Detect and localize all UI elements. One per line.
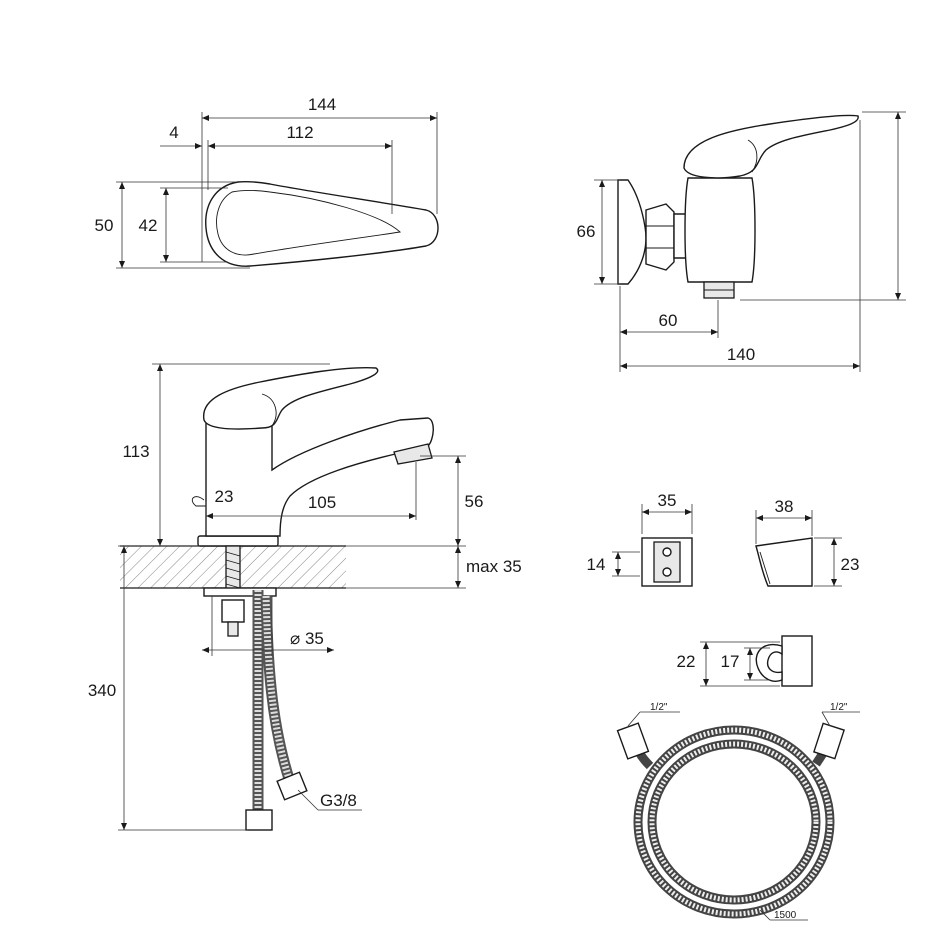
- mixer-body: [684, 177, 756, 283]
- fixing-nut: [221, 599, 245, 623]
- top-view: 144 112 4 50 42: [95, 95, 439, 269]
- bracket-b-body: [755, 537, 813, 587]
- dim-basin-height: 113: [122, 442, 149, 461]
- wall-lever: [683, 114, 859, 179]
- lever-top-inner: [216, 190, 402, 256]
- dim-hole-diameter: ⌀ 35: [290, 629, 324, 648]
- dim-pull-rod: 23: [215, 487, 234, 506]
- dim-holder-inner: 17: [721, 652, 740, 671]
- wall-mixer-view: 66 60 140: [577, 111, 906, 372]
- hose-thread-left: 1/2": [650, 702, 668, 713]
- holder-clip: [755, 643, 783, 682]
- hose-nut-right: [276, 771, 308, 801]
- pull-rod: [191, 496, 206, 507]
- lever-top-outline: [205, 180, 439, 267]
- dim-bracket-b-width: 38: [775, 497, 794, 516]
- dim-offset: 4: [169, 123, 178, 142]
- dim-inner-height: 42: [139, 216, 158, 235]
- basin-mixer-view: 113 56 23 105 max 35 ⌀ 35 340 G3/8: [88, 363, 522, 831]
- bracket-a: 35 14: [587, 491, 693, 587]
- dim-total-depth: 140: [727, 345, 755, 364]
- dim-total-length: 144: [308, 95, 336, 114]
- wall-flange: [617, 179, 647, 285]
- dim-wall-height: 66: [577, 222, 596, 241]
- mixer-base: [197, 535, 279, 547]
- dim-body-length: 112: [286, 123, 313, 142]
- hose-nut-left: [245, 809, 273, 831]
- dim-max-deck: max 35: [466, 557, 522, 576]
- dim-outer-height: 50: [95, 216, 114, 235]
- dim-connection: G3/8: [320, 791, 357, 810]
- hex-nut: [645, 203, 675, 271]
- hose-fitting-left: [616, 722, 650, 760]
- dim-bracket-a-height: 14: [587, 555, 606, 574]
- dim-spout-reach: 105: [308, 493, 336, 512]
- dim-bracket-a-width: 35: [658, 491, 677, 510]
- stud-end: [227, 621, 239, 637]
- hose-fitting-right: [813, 722, 845, 760]
- screw-hole-bottom: [662, 567, 672, 577]
- holder-plate: [781, 635, 813, 687]
- hose-thread-right: 1/2": [830, 702, 848, 713]
- dim-aerator-height: 56: [465, 492, 484, 511]
- basin-lever: [203, 366, 379, 430]
- dim-bracket-b-height: 23: [841, 555, 860, 574]
- shower-hose: 1/2" 1/2" 1500: [616, 702, 860, 921]
- shower-holder: 22 17: [677, 635, 813, 687]
- basin-body: [205, 417, 434, 537]
- bracket-b: 38 23: [755, 497, 860, 587]
- dim-outlet-distance: 60: [659, 311, 678, 330]
- dim-holder-outer: 22: [677, 652, 696, 671]
- fixing-plate: [203, 587, 277, 597]
- dim-hose-length: 340: [88, 681, 116, 700]
- hose-length: 1500: [774, 910, 797, 921]
- screw-hole-top: [662, 547, 672, 557]
- aerator: [393, 443, 433, 465]
